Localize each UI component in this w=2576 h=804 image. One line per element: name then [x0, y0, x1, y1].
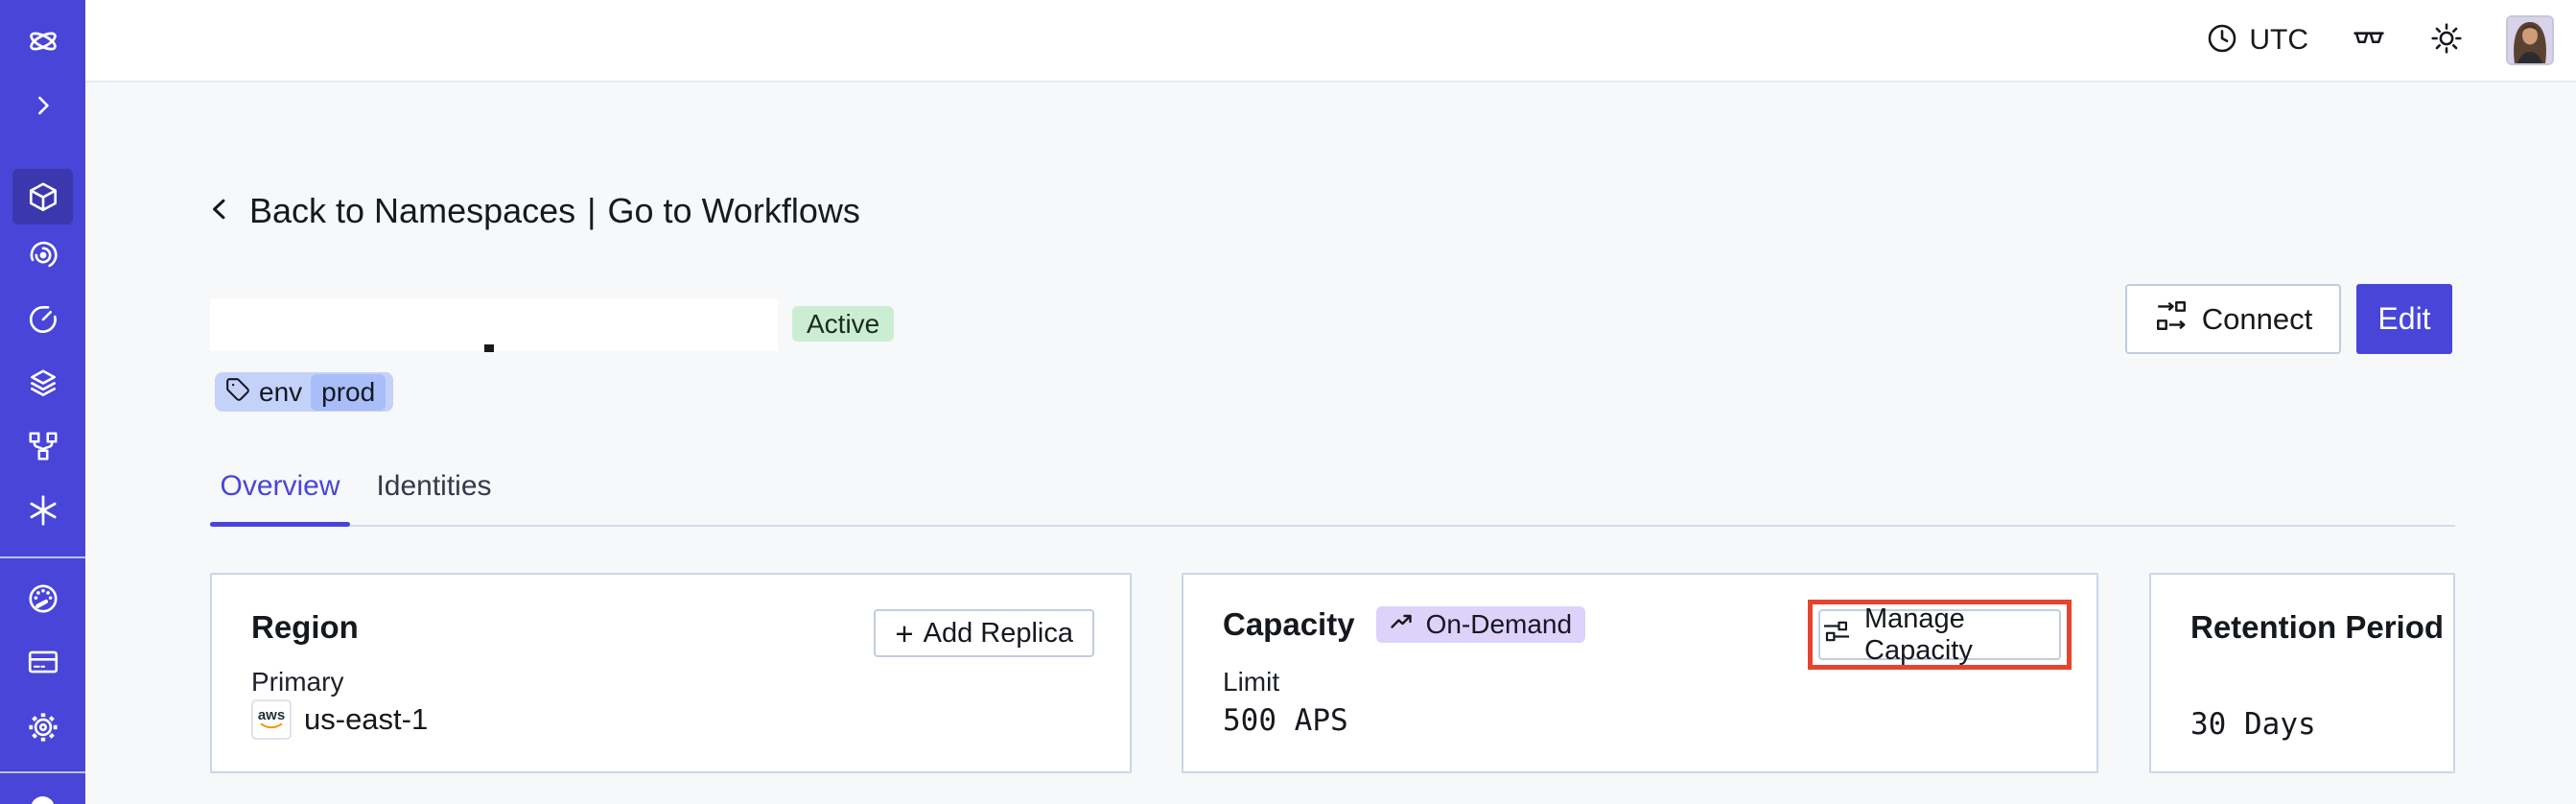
glasses-icon — [2351, 23, 2387, 59]
sidebar-item-settings[interactable] — [0, 699, 85, 755]
namespace-title-remnant — [484, 344, 494, 352]
limit-label: Limit — [1223, 667, 1280, 697]
tab-overview[interactable]: Overview — [220, 470, 340, 502]
aws-logo-icon: aws — [251, 699, 292, 740]
tabs-baseline — [210, 525, 2455, 527]
primary-label: Primary — [251, 667, 344, 697]
plus-icon: + — [895, 615, 914, 651]
retention-value: 30 Days — [2190, 707, 2316, 742]
tag-icon — [225, 377, 250, 407]
edit-label: Edit — [2377, 301, 2431, 336]
namespace-title-redacted — [210, 298, 778, 351]
connect-label: Connect — [2201, 301, 2313, 336]
region-card: Region + Add Replica Primary aws us-east… — [210, 573, 1132, 773]
sidebar-item-support[interactable] — [0, 483, 85, 538]
namespace-tag-chip: env prod — [215, 372, 394, 412]
nexus-branch-icon — [26, 429, 60, 463]
deployments-layers-icon — [26, 367, 60, 401]
theme-toggle-button[interactable] — [2429, 21, 2464, 60]
status-badge: Active — [792, 306, 895, 342]
sidebar-divider — [0, 771, 85, 773]
labs-button[interactable] — [2351, 23, 2387, 59]
capacity-card-title: Capacity — [1223, 606, 1355, 642]
timezone-label: UTC — [2249, 24, 2308, 56]
sun-icon — [2429, 21, 2464, 60]
sidebar-item-workflows[interactable] — [0, 227, 85, 283]
region-card-title: Region — [251, 609, 359, 645]
edit-button[interactable]: Edit — [2356, 284, 2452, 354]
sidebar-item-schedules[interactable] — [0, 292, 85, 347]
breadcrumb-separator: | — [587, 191, 597, 230]
retention-card: Retention Period 30 Days — [2149, 573, 2455, 773]
main-content: Back to Namespaces | Go to Workflows Act… — [85, 84, 2576, 804]
settings-gear-icon — [26, 710, 60, 745]
usage-gauge-icon — [26, 581, 60, 616]
back-to-namespaces-link[interactable]: Back to Namespaces — [249, 191, 576, 230]
region-value: us-east-1 — [304, 702, 429, 736]
tab-identities[interactable]: Identities — [376, 470, 492, 502]
schedules-timer-icon — [26, 302, 60, 337]
add-replica-button[interactable]: + Add Replica — [874, 609, 1094, 657]
chevron-right-icon — [29, 91, 58, 120]
manage-capacity-button[interactable]: Manage Capacity — [1818, 603, 2061, 666]
sidebar-item-billing[interactable] — [0, 634, 85, 690]
active-tab-underline — [210, 522, 350, 527]
connect-flow-icon — [2154, 298, 2189, 341]
timezone-button[interactable]: UTC — [2205, 21, 2308, 60]
limit-value: 500 APS — [1223, 703, 1348, 738]
sidebar-divider — [0, 556, 85, 558]
topbar: UTC — [85, 0, 2576, 83]
clock-icon — [2205, 21, 2239, 60]
sliders-icon — [1820, 615, 1853, 655]
on-demand-badge: On-Demand — [1375, 606, 1586, 643]
namespaces-cube-icon — [26, 179, 60, 214]
sidebar — [0, 0, 85, 804]
connect-button[interactable]: Connect — [2125, 284, 2341, 354]
capacity-title-row: Capacity On-Demand — [1223, 606, 1586, 643]
trending-up-icon — [1390, 609, 1417, 640]
sidebar-expand-button[interactable] — [0, 78, 85, 133]
go-to-workflows-link[interactable]: Go to Workflows — [607, 191, 860, 230]
profile-partial-icon[interactable] — [31, 796, 55, 804]
back-chevron-icon — [207, 194, 234, 229]
primary-region-row: aws us-east-1 — [251, 699, 428, 740]
retention-card-title: Retention Period — [2190, 609, 2445, 645]
on-demand-label: On-Demand — [1425, 609, 1573, 639]
tag-key: env — [259, 376, 303, 407]
capacity-card: Capacity On-Demand — [1182, 573, 2098, 773]
support-asterisk-icon — [26, 493, 60, 528]
sidebar-item-nexus[interactable] — [0, 418, 85, 474]
sidebar-item-namespaces[interactable] — [0, 169, 85, 225]
billing-card-icon — [26, 645, 60, 679]
add-replica-label: Add Replica — [923, 617, 1073, 649]
sidebar-item-deployments[interactable] — [0, 356, 85, 412]
annotation-highlight-box: Manage Capacity — [1808, 600, 2072, 670]
temporal-logo-icon — [0, 13, 85, 69]
user-avatar[interactable] — [2506, 15, 2554, 65]
sidebar-item-usage[interactable] — [0, 571, 85, 627]
workflows-spiral-icon — [26, 238, 60, 272]
manage-capacity-label: Manage Capacity — [1864, 603, 1973, 666]
breadcrumb: Back to Namespaces | Go to Workflows — [207, 188, 860, 234]
tag-value: prod — [311, 373, 386, 411]
